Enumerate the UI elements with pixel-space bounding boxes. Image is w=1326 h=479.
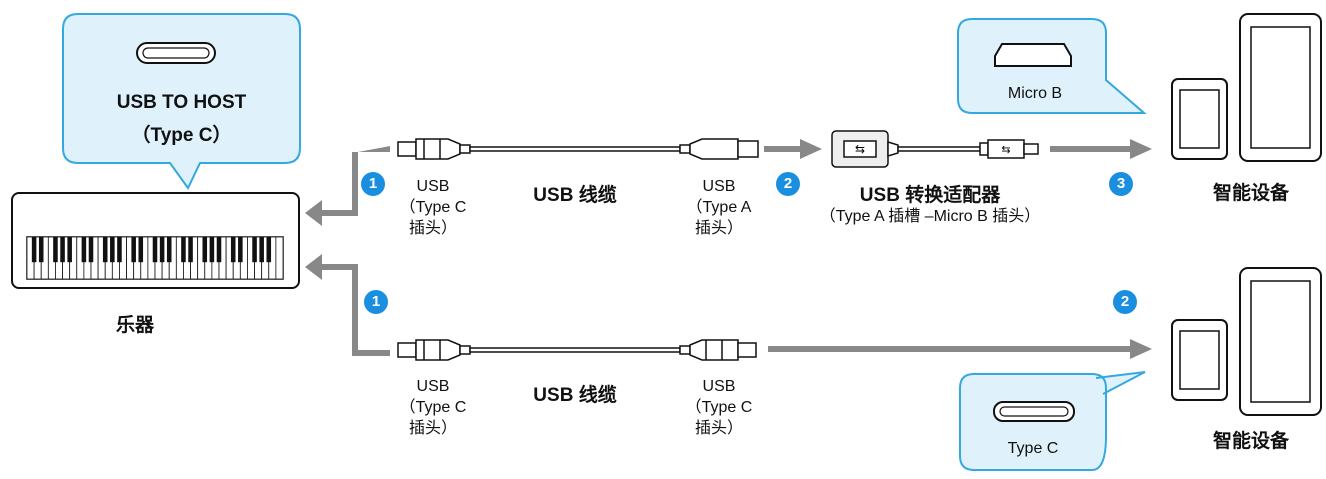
arrow-to-instrument-top	[305, 146, 390, 226]
piano-black-key	[67, 237, 72, 263]
piano-black-key	[81, 237, 87, 263]
bottom-left-plug-label: USB （Type C 插头）	[399, 378, 467, 437]
bottom-right-plug-label: USB （Type C 插头）	[685, 378, 753, 437]
piano-black-key	[159, 237, 165, 263]
adapter-subtitle: （Type A 插槽 –Micro B 插头）	[819, 208, 1041, 225]
piano-black-key	[60, 237, 65, 263]
piano-black-key	[238, 237, 243, 263]
usb-to-host-label: USB TO HOST	[116, 92, 247, 113]
micro-b-label: Micro B	[1007, 85, 1063, 102]
piano-black-key	[209, 237, 215, 263]
step-badge-1-bottom: 1	[364, 290, 388, 314]
bottom-cable-label: USB 线缆	[533, 385, 617, 406]
svg-text:⇆: ⇆	[855, 142, 865, 156]
top-left-plug-label: USB （Type C 插头）	[399, 178, 467, 237]
adapter-title: USB 转换适配器	[859, 185, 1001, 206]
piano-black-key	[181, 237, 186, 263]
usb-type-c-port-icon	[136, 42, 216, 64]
piano-black-key	[138, 237, 144, 263]
type-c-label: Type C	[1007, 440, 1059, 457]
piano-black-key	[259, 237, 264, 263]
step-badge-1-top: 1	[361, 172, 385, 196]
piano-black-key	[252, 237, 257, 263]
piano-black-key	[131, 237, 136, 263]
piano-black-key	[188, 237, 193, 263]
arrow-cable-to-device-bottom	[768, 339, 1152, 359]
arrow-to-instrument-bottom	[305, 254, 390, 356]
piano-black-key	[166, 237, 172, 263]
step-badge-3-top: 3	[1109, 172, 1133, 196]
top-right-plug-label: USB （Type A 插头）	[686, 178, 752, 237]
piano-black-key	[53, 237, 58, 263]
piano-black-key	[117, 237, 122, 263]
usb-to-host-type-label: （Type C）	[131, 125, 232, 146]
top-device-label: 智能设备	[1212, 183, 1289, 204]
piano-black-key	[216, 237, 222, 263]
piano-black-key	[31, 237, 37, 263]
usb-cable-c-to-c	[397, 339, 757, 361]
piano-black-key	[230, 237, 236, 263]
piano-black-key	[266, 237, 272, 263]
piano-black-key	[110, 237, 115, 263]
smart-device-icon-top	[1171, 13, 1322, 162]
bottom-device-label: 智能设备	[1212, 431, 1289, 452]
piano-white-keys	[26, 236, 284, 280]
keyboard-instrument-icon	[11, 192, 300, 289]
piano-black-key	[88, 237, 94, 263]
usb-to-host-callout	[62, 13, 301, 190]
usb-adapter-icon	[831, 130, 1039, 168]
top-cable-label: USB 线缆	[533, 185, 617, 206]
piano-black-key	[102, 237, 108, 263]
piano-black-key	[152, 237, 158, 263]
type-c-port-icon	[993, 401, 1075, 422]
arrow-adapter-to-device	[1050, 139, 1152, 159]
step-badge-2-top: 2	[776, 172, 800, 196]
usb-cable-c-to-a	[397, 138, 759, 160]
step-badge-2-bottom: 2	[1113, 290, 1137, 314]
svg-text:⇆: ⇆	[1001, 143, 1010, 156]
smart-device-icon-bottom	[1171, 267, 1322, 416]
piano-black-key	[202, 237, 208, 263]
piano-black-keys	[31, 237, 272, 263]
arrow-cable-to-adapter	[764, 139, 822, 159]
micro-b-port-icon	[994, 43, 1072, 67]
piano-white-key	[275, 236, 284, 280]
piano-black-key	[38, 237, 44, 263]
instrument-label: 乐器	[115, 315, 154, 336]
